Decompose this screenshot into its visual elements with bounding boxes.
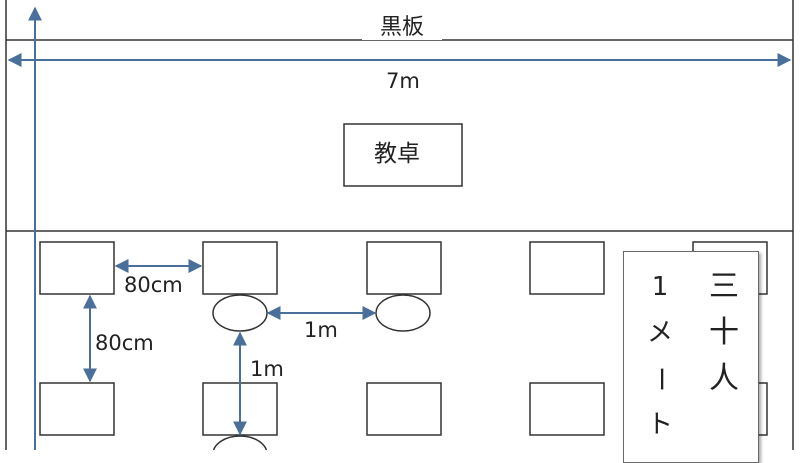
- chair: [212, 435, 268, 450]
- note-char-right: 十: [709, 315, 739, 350]
- chair: [212, 294, 268, 332]
- note-char-right: 人: [709, 361, 739, 396]
- student-desk: [39, 382, 115, 436]
- student-desk: [366, 382, 442, 436]
- student-desk: [529, 241, 605, 295]
- dimension-arrows: [7, 6, 792, 450]
- chair: [375, 294, 431, 332]
- classroom-layout-diagram: [5, 0, 794, 450]
- blackboard-label: 黒板: [362, 16, 442, 40]
- note-column-right: 三 十 人: [704, 264, 744, 402]
- note-char-left: 1: [651, 272, 669, 302]
- vertical-note-box: 1 メ ー ト 三 十 人: [623, 251, 759, 463]
- student-desk: [529, 382, 605, 436]
- chair-gap-horizontal-label: 1m: [304, 318, 338, 342]
- room-outline: [5, 0, 794, 450]
- note-char-left: メ: [646, 318, 673, 348]
- note-char-right: 三: [709, 269, 739, 304]
- chairs: [212, 294, 431, 450]
- note-char-left: ト: [646, 410, 673, 440]
- note-column-left: 1 メ ー ト: [640, 264, 680, 448]
- student-desk: [366, 241, 442, 295]
- desk-gap-horizontal-label: 80cm: [124, 273, 183, 297]
- teacher-desk: [343, 123, 463, 187]
- student-desk: [202, 241, 278, 295]
- teacher-desk-label: 教卓: [374, 141, 420, 167]
- room-width-label: 7m: [386, 69, 420, 93]
- desk-gap-vertical-label: 80cm: [95, 331, 154, 355]
- student-desk: [39, 241, 115, 295]
- note-char-left: ー: [645, 365, 675, 392]
- chair-gap-vertical-label: 1m: [250, 357, 284, 381]
